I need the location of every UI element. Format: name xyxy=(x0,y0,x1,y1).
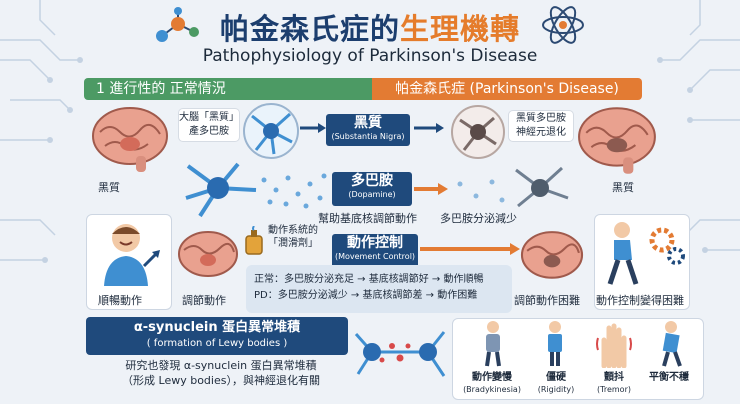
arrow-right-orange-icon xyxy=(414,183,448,195)
degenerated-neuron-icon xyxy=(451,105,505,159)
label-smooth-movement: 順暢動作 xyxy=(98,294,142,307)
degenerated-neuron-small-icon xyxy=(515,166,569,208)
page-subtitle: Pathophysiology of Parkinson's Disease xyxy=(202,46,538,66)
slow-person-icon xyxy=(485,321,501,367)
label-movement-difficult: 動作控制變得困難 xyxy=(596,294,684,307)
brain-pd-small-icon xyxy=(520,231,584,279)
symptom-bradykinesia: 動作變慢(Bradykinesia) xyxy=(463,372,521,394)
legend-normal: 正常：多巴胺分泌充足 → 基底核調節好 → 動作順暢 xyxy=(254,274,484,285)
alpha-synuclein-description: 研究也發現 α-synuclein 蛋白異常堆積（形成 Lewy bodies）… xyxy=(122,359,320,387)
reduced-dopamine-particles xyxy=(457,179,505,203)
oil-can-icon xyxy=(245,226,263,255)
molecule-icon xyxy=(156,7,199,42)
happy-person-icon xyxy=(104,224,160,286)
callout-neuron-degeneration: 黑質多巴胺神經元退化 xyxy=(508,110,574,142)
brain-icon xyxy=(92,107,168,172)
label-dopamine-reduced: 多巴胺分泌減少 xyxy=(440,212,517,225)
label-substantia-right: 黑質 xyxy=(612,181,634,194)
dopamine-box: 多巴胺(Dopamine) xyxy=(332,172,412,206)
banner-parkinsons: 帕金森氏症 (Parkinson's Disease) xyxy=(372,78,642,100)
alpha-synuclein-title: α-synuclein 蛋白異常堆積( formation of Lewy bo… xyxy=(86,317,348,355)
symptom-rigidity: 僵硬(Rigidity) xyxy=(537,372,575,394)
tremor-hand-icon xyxy=(596,323,632,368)
neuron-icon xyxy=(185,162,257,218)
normal-vs-pd-legend: 正常：多巴胺分泌充足 → 基底核調節好 → 動作順暢 PD：多巴胺分泌減少 → … xyxy=(246,265,512,313)
callout-produce-dopamine: 大腦「黑質」產多巴胺 xyxy=(178,108,240,142)
arrow-right-icon xyxy=(414,123,444,133)
brain-small-icon xyxy=(178,231,238,277)
brain-pd-icon xyxy=(578,107,656,174)
lewy-body-neurons-icon xyxy=(354,331,446,377)
arrow-right-orange-long-icon xyxy=(420,243,520,255)
label-substantia-left: 黑質 xyxy=(98,181,120,194)
page-title: 帕金森氏症的生理機轉 xyxy=(219,12,521,46)
symptom-tremor: 顫抖(Tremor) xyxy=(597,372,631,394)
unstable-person-icon xyxy=(662,321,682,367)
legend-pd: PD：多巴胺分泌減少 → 基底核調節差 → 動作困難 xyxy=(254,290,478,301)
neuron-magnified-icon xyxy=(243,103,299,159)
label-regulate-difficulty: 調節動作困難 xyxy=(514,294,580,307)
rigid-person-icon xyxy=(548,321,562,366)
substantia-nigra-box: 黑質(Substantia Nigra) xyxy=(326,114,410,146)
symptom-balance: 平衡不穩 xyxy=(649,372,689,383)
atom-icon xyxy=(542,6,584,44)
banner-normal: 1 進行性的 正常情況 xyxy=(84,78,372,100)
lubricant-label: 動作系統的「潤滑劑」 xyxy=(268,225,318,249)
label-help-basal-ganglia: 幫助基底核調節動作 xyxy=(318,212,417,225)
dopamine-particles xyxy=(261,173,327,209)
label-regulate-movement: 調節動作 xyxy=(182,294,226,307)
movement-control-box: 動作控制(Movement Control) xyxy=(332,234,418,268)
walking-person-gears-icon xyxy=(607,222,685,285)
arrow-right-icon xyxy=(300,123,326,133)
